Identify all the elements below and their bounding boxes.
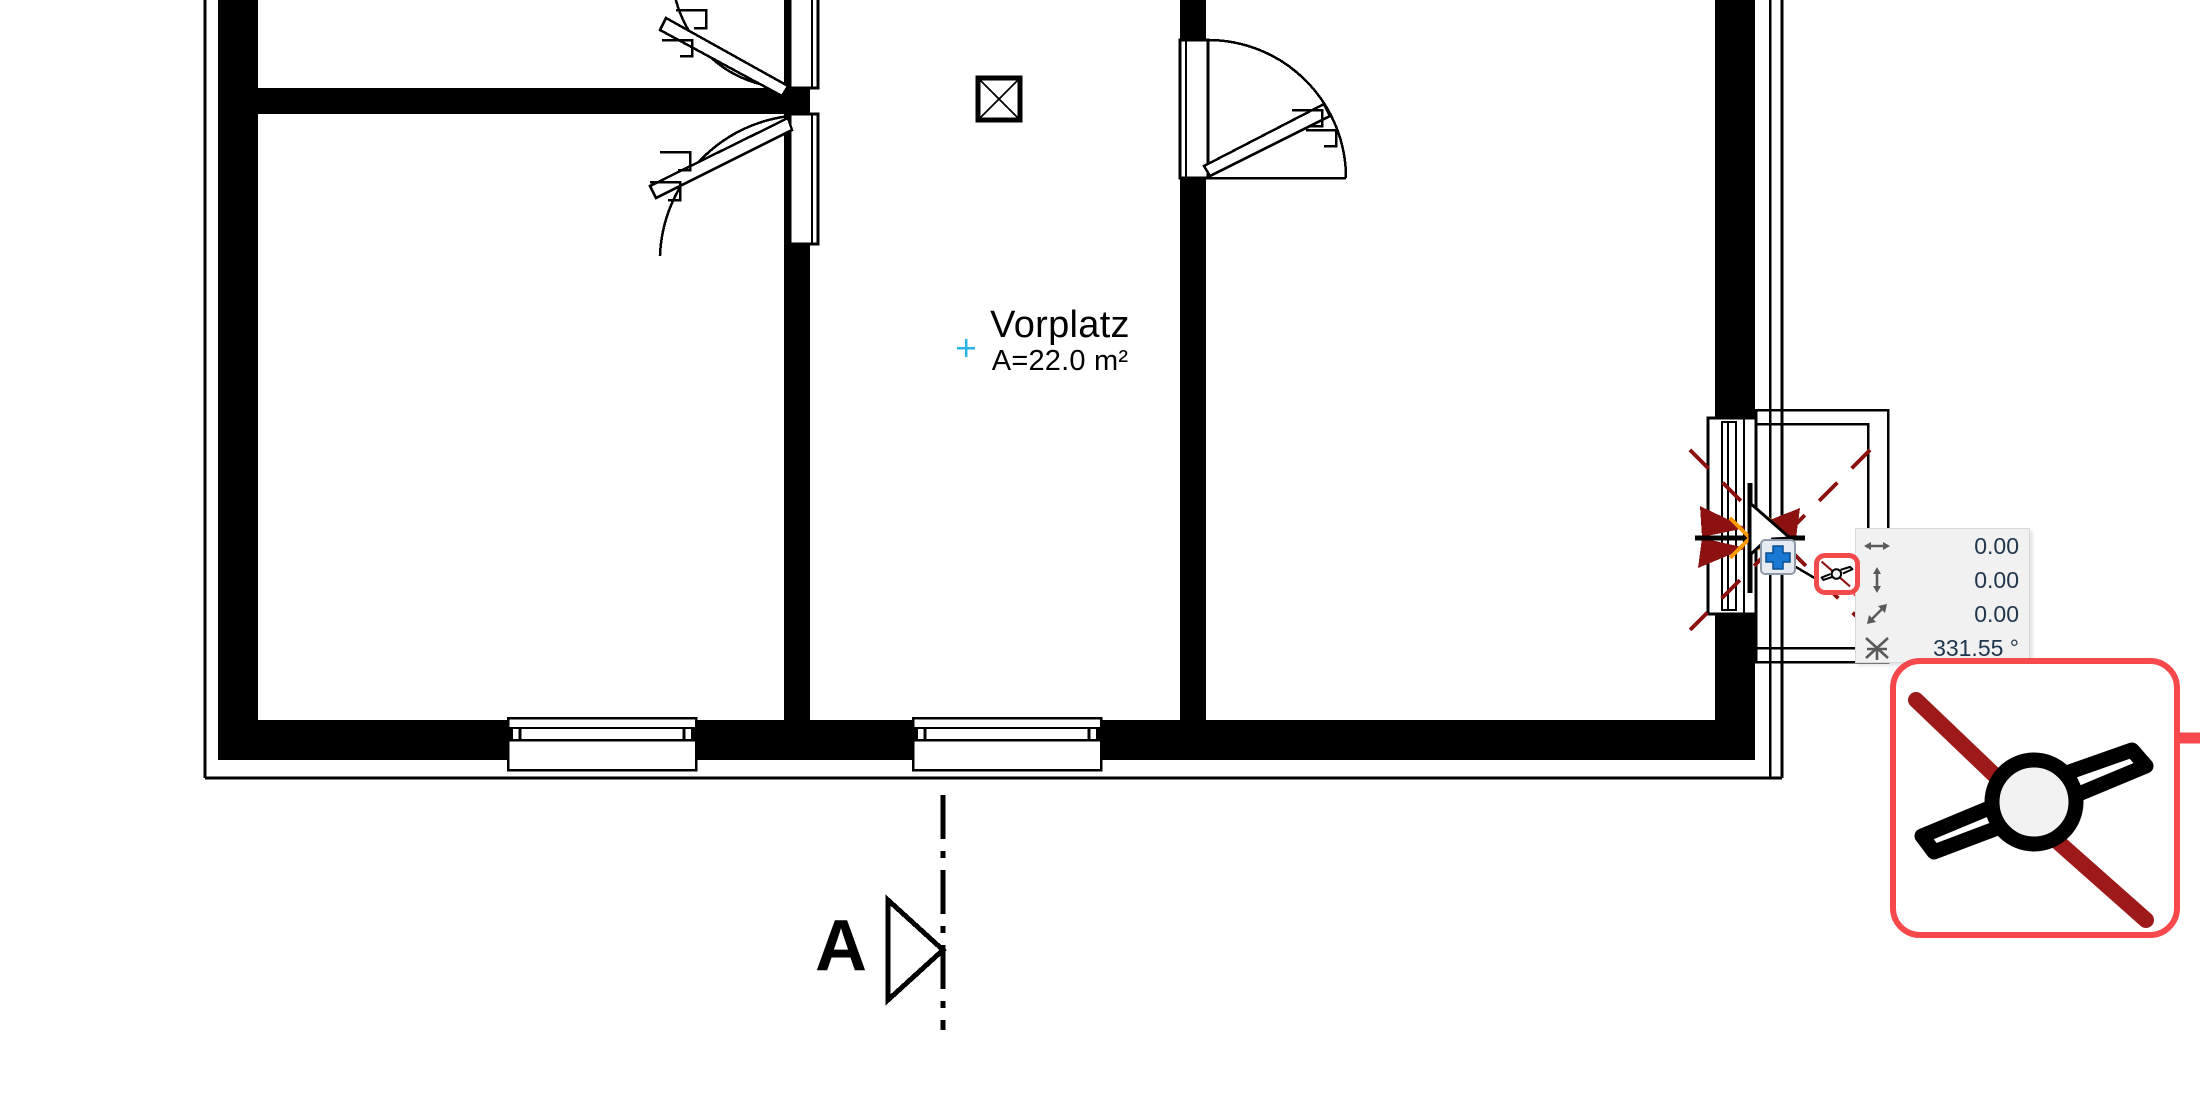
wall-geometry	[218, 0, 1755, 760]
door-top-left-lower	[648, 112, 820, 257]
section-marker-a	[885, 795, 947, 1030]
window-bottom-right	[911, 716, 1103, 772]
horizontal-distance-icon	[1860, 538, 1894, 554]
measurement-tooltip-panel[interactable]: 0.00 0.00 0.00	[1855, 528, 2030, 663]
insertion-point-marker	[957, 339, 975, 357]
section-marker-letter: A	[815, 906, 867, 986]
shaft-symbol-icon	[975, 75, 1023, 123]
outer-reference-outline	[203, 0, 1784, 780]
measure-row-diagonal[interactable]: 0.00	[1856, 597, 2029, 631]
angle-icon	[1860, 635, 1894, 661]
measure-row-horizontal[interactable]: 0.00	[1856, 529, 2029, 563]
measure-value-vertical: 0.00	[1974, 566, 2019, 593]
intersection-snap-icon[interactable]	[1814, 553, 1860, 595]
wall-interior-vertical-left	[784, 0, 810, 735]
diagonal-distance-icon	[1860, 601, 1894, 627]
measure-value-angle: 331.55 °	[1933, 634, 2019, 661]
wall-left-exterior	[218, 0, 258, 760]
wall-right-exterior-lower	[1715, 612, 1755, 760]
window-bottom-left	[506, 716, 698, 772]
wall-interior-horizontal	[250, 88, 810, 114]
snap-icon-magnified-callout	[1890, 658, 2180, 938]
door-right-interior	[1178, 38, 1348, 180]
wall-right-exterior-upper	[1715, 0, 1755, 420]
measure-row-angle[interactable]: 331.55 °	[1856, 631, 2029, 665]
measure-value-diagonal: 0.00	[1974, 600, 2019, 627]
measure-row-vertical[interactable]: 0.00	[1856, 563, 2029, 597]
measure-value-horizontal: 0.00	[1974, 532, 2019, 559]
vertical-distance-icon	[1860, 566, 1894, 594]
door-top-left-upper	[658, 0, 820, 98]
